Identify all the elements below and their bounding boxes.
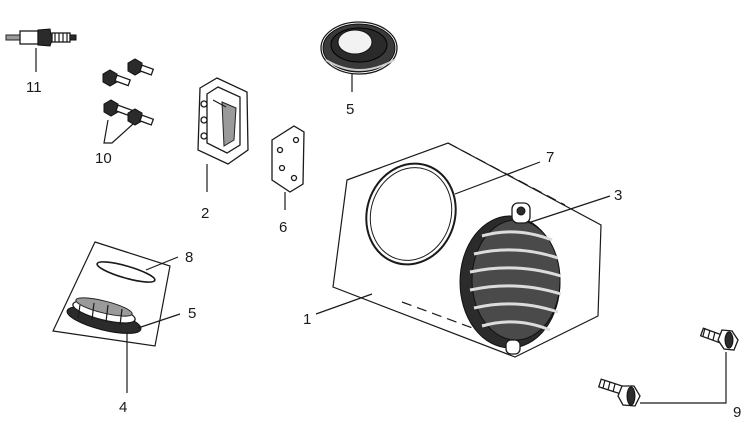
label-2: 2	[201, 205, 209, 222]
frame-dashed-edge-lower	[401, 301, 506, 341]
bolt-top-left	[102, 69, 132, 87]
bolt-bottom-right	[127, 108, 155, 126]
label-6: 6	[279, 219, 287, 236]
label-7: 7	[546, 149, 554, 166]
leader-9	[640, 352, 727, 404]
finned-cover	[459, 202, 562, 355]
o-ring	[365, 162, 457, 266]
label-5-top: 5	[346, 101, 354, 118]
small-o-ring	[96, 261, 156, 283]
bracket-plate	[197, 77, 249, 165]
leader-3	[530, 195, 611, 223]
rubber-cap	[320, 21, 398, 75]
label-3: 3	[614, 187, 622, 204]
leader-5-lower	[137, 313, 181, 329]
label-1: 1	[303, 311, 311, 328]
flange-bolt-lower	[597, 378, 641, 407]
bolt-group-10	[102, 58, 155, 126]
label-11: 11	[26, 79, 42, 96]
label-5-lower: 5	[188, 305, 196, 322]
leader-1	[315, 293, 373, 315]
spark-plug	[5, 28, 77, 47]
assembly-frame-4	[52, 241, 171, 347]
filter-seal	[66, 297, 142, 334]
leader-7	[454, 161, 541, 195]
leader-10	[103, 119, 134, 144]
bolt-top-right	[127, 58, 155, 76]
label-9: 9	[733, 404, 741, 421]
leader-8	[145, 256, 179, 271]
flange-bolt-upper	[699, 327, 739, 351]
label-4: 4	[119, 399, 127, 416]
gasket-plate	[271, 125, 305, 193]
label-10: 10	[95, 150, 112, 167]
label-8: 8	[185, 249, 193, 266]
